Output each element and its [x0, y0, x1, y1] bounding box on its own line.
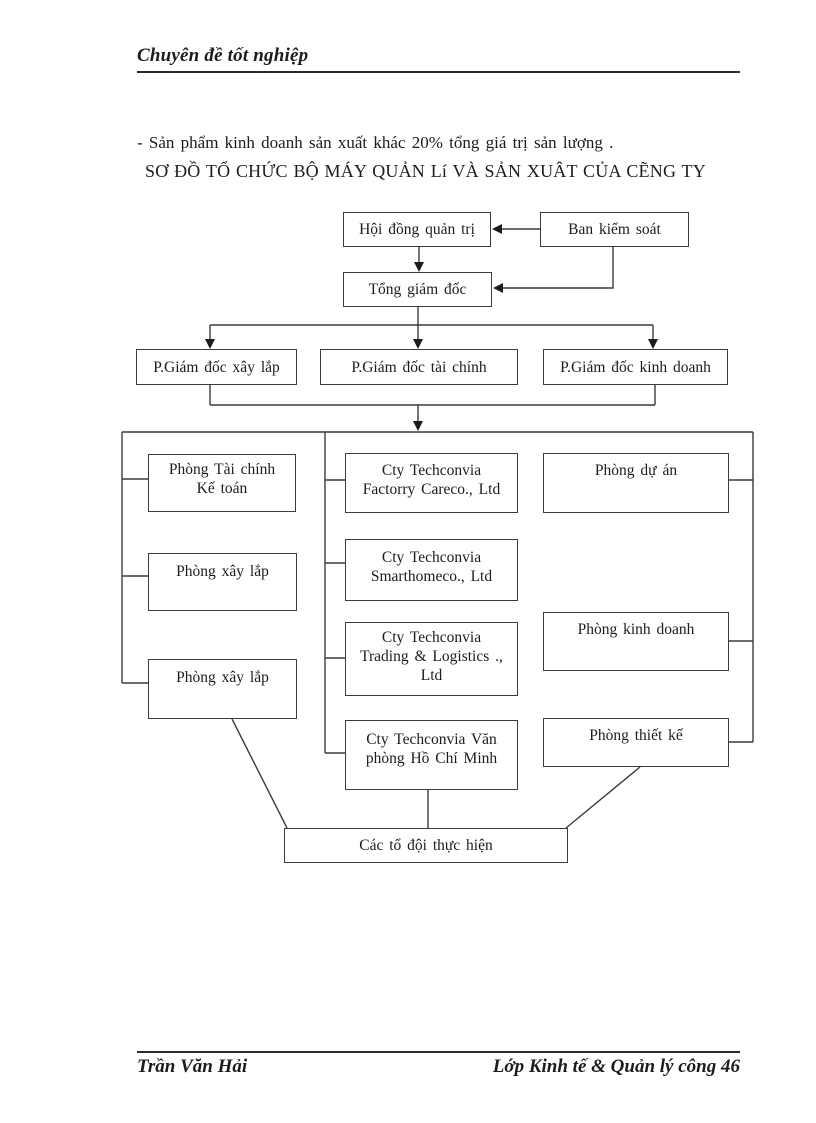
connector-arrowheads	[205, 224, 658, 431]
header-rule	[137, 71, 740, 73]
footer-author: Trần Văn Hải	[137, 1056, 248, 1077]
org-box-cty-van-phong-hcm: Cty Techconvia Văn phòng Hồ Chí Minh	[345, 720, 518, 790]
bullet-text-line: - Sản phẩm kinh doanh sản xuất khác 20% …	[137, 133, 614, 152]
diagram-title: SƠ ĐỒ TỔ CHỨC BỘ MÁY QUẢN Lí VÀ SẢN XUÂT…	[145, 161, 706, 181]
page-header-title: Chuyên đề tốt nghiệp	[137, 45, 309, 66]
org-box-cty-smarthomeco: Cty Techconvia Smarthomeco., Ltd	[345, 539, 518, 601]
org-box-phong-tai-chinh-ke-toan: Phòng Tài chính Kế toán	[148, 454, 296, 512]
org-box-cac-to-doi-thuc-hien: Các tổ đội thực hiện	[284, 828, 568, 863]
org-box-cty-trading-logistics: Cty Techconvia Trading & Logistics ., Lt…	[345, 622, 518, 696]
org-box-cty-factorry-careco: Cty Techconvia Factorry Careco., Ltd	[345, 453, 518, 513]
footer-rule	[137, 1051, 740, 1053]
connector-lines	[121, 228, 754, 829]
org-box-pgd-kinh-doanh: P.Giám đốc kinh doanh	[543, 349, 728, 385]
org-box-tong-giam-doc: Tổng giám đốc	[343, 272, 492, 307]
org-box-phong-kinh-doanh: Phòng kinh doanh	[543, 612, 729, 671]
org-box-ban-kiem-soat: Ban kiểm soát	[540, 212, 689, 247]
org-box-pgd-tai-chinh: P.Giám đốc tài chính	[320, 349, 518, 385]
org-box-phong-xay-lap-1: Phòng xây lắp	[148, 553, 297, 611]
org-box-pgd-xay-lap: P.Giám đốc xây lắp	[136, 349, 297, 385]
footer-class: Lớp Kinh tế & Quản lý công 46	[492, 1056, 740, 1077]
org-box-phong-thiet-ke: Phòng thiết kế	[543, 718, 729, 767]
org-box-phong-du-an: Phòng dự án	[543, 453, 729, 513]
org-box-phong-xay-lap-2: Phòng xây lắp	[148, 659, 297, 719]
org-box-hoi-dong-quan-tri: Hội đồng quản trị	[343, 212, 491, 247]
